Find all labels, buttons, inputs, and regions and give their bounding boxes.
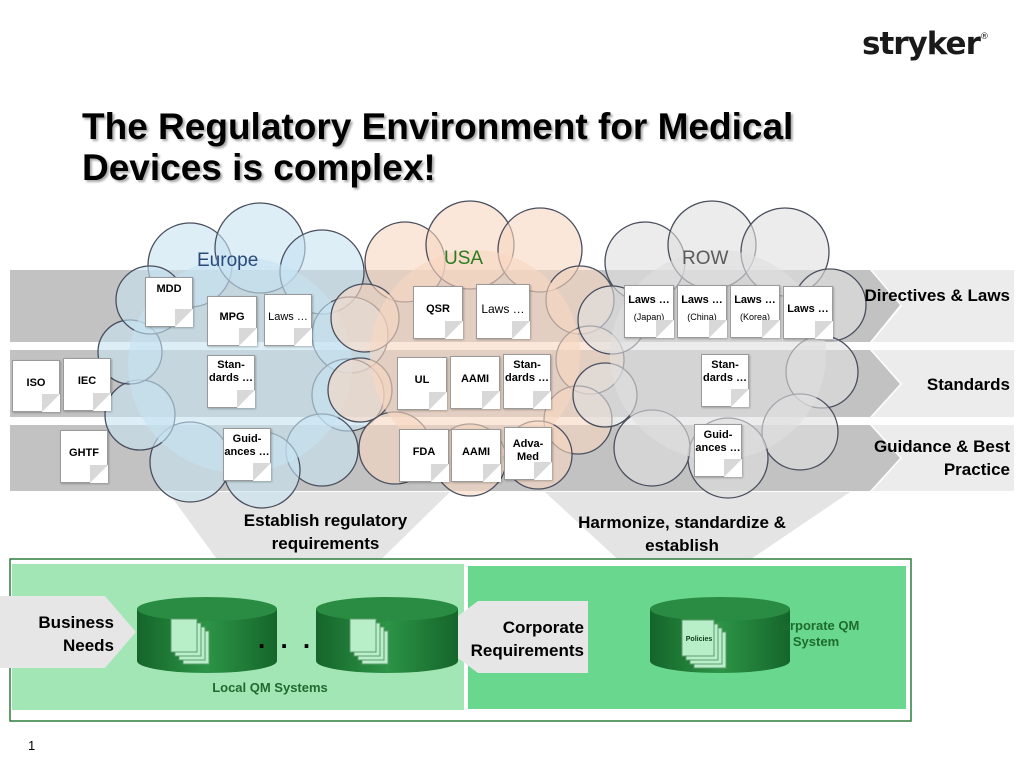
doc-iso: ISO [12,360,60,412]
corporate-requirements-label: Corporate Requirements [470,618,584,660]
region-europe-label: Europe [197,250,259,271]
doc-europe-laws: Laws … [264,294,312,346]
local-database-1 [137,597,277,673]
band-directives-tab [872,270,1014,342]
doc-iec: IEC [63,358,111,411]
doc-laws-japan-label: Laws … [628,294,670,306]
region-usa-label: USA [444,248,484,269]
corporate-requirements-arrow [430,601,588,673]
doc-usa-laws: Laws … [476,284,530,339]
doc-qsr: QSR [413,286,463,339]
doc-laws-china: Laws … (China) [677,285,727,338]
stryker-logo: stryker® [862,26,989,62]
page-number: 1 [28,738,36,753]
doc-advamed: Adva-Med [504,427,552,480]
local-database-2 [316,597,458,673]
band-label-directives: Directives & Laws [864,286,1010,305]
doc-laws-japan-country: (Japan) [633,312,665,322]
doc-laws-china-label: Laws … [681,294,723,306]
business-needs-label: Business Needs [38,613,114,655]
doc-laws-japan: Laws … (Japan) [624,285,674,338]
doc-ghtf: GHTF [60,430,108,483]
corporate-database [650,597,790,673]
doc-mdd: MDD [145,277,193,327]
doc-usa-standards: Stan-dards … [503,354,551,409]
doc-mpg: MPG [207,296,257,346]
doc-aami-standards: AAMI [450,356,500,409]
page-title: The Regulatory Environment for Medical D… [82,106,794,188]
doc-ul: UL [397,357,447,410]
doc-row-standards: Stan-dards … [701,354,749,407]
policies-label: Policies [685,636,713,643]
caption-harmonize: Harmonize, standardize & establish [578,513,786,555]
local-qm-systems-label: Local QM Systems [212,680,328,695]
doc-europe-standards: Stan-dards … [207,355,255,408]
band-standards-tab [872,350,1014,417]
band-label-standards: Standards [926,375,1010,394]
doc-laws-china-country: (China) [687,312,717,322]
doc-aami-guidance: AAMI [451,429,501,482]
doc-row-guidances: Guid-ances … [694,424,742,477]
left-funnel [168,492,450,580]
doc-laws-korea: Laws … (Korea) [730,285,780,338]
doc-row-laws: Laws … [783,286,833,339]
doc-laws-korea-label: Laws … [734,294,776,306]
band-label-guidance: Guidance & Best Practice [873,437,1010,479]
ellipsis-dots: . . . [258,624,315,654]
right-funnel [545,492,850,580]
region-row-label: ROW [682,248,729,269]
doc-europe-guidances: Guid-ances … [223,428,271,481]
registered-mark: ® [979,32,989,42]
doc-laws-korea-country: (Korea) [739,312,770,322]
doc-fda: FDA [399,429,449,482]
band-guidance-tab [872,425,1014,491]
logo-text: stryker [862,26,981,62]
corporate-qm-system-label: Corporate QM System [772,618,860,649]
caption-establish: Establish regulatory requirements [243,511,408,553]
business-needs-arrow [0,596,136,668]
